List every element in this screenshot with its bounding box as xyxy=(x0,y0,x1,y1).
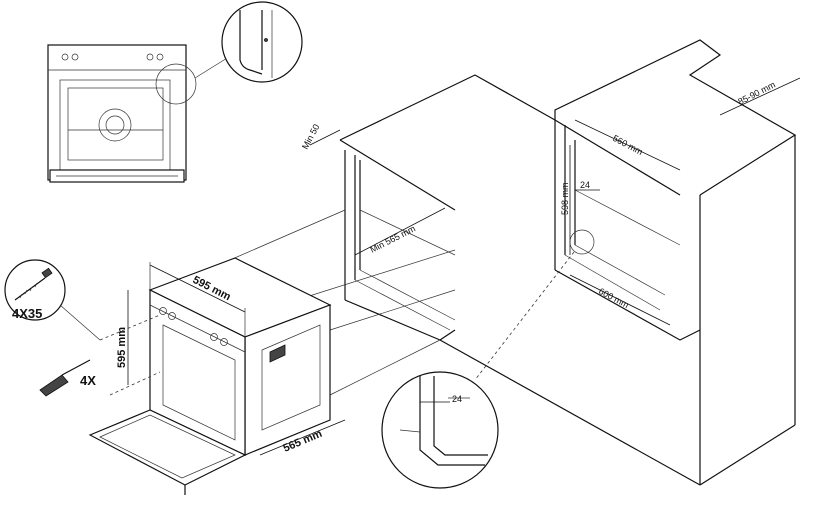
label-24-upper: 24 xyxy=(580,180,590,190)
dimension-oven-height: 595 mm xyxy=(116,290,129,385)
dimension-24-upper: 24 xyxy=(575,180,600,191)
detail-view-bottom: 24 xyxy=(381,371,499,489)
label-85-90: 85-90 mm xyxy=(736,79,777,106)
screw-callout: 4X35 xyxy=(4,259,101,341)
corner-detail-view xyxy=(221,1,303,83)
dimension-min-565: Min 565 mm xyxy=(354,207,446,256)
detail-marker-circle xyxy=(569,229,595,255)
screw-icon xyxy=(14,267,53,301)
label-600: 600 mm xyxy=(597,286,630,310)
oven-front-inset xyxy=(47,44,233,183)
label-screw-size: 4X35 xyxy=(12,306,42,321)
cabinet-assembly xyxy=(229,39,797,486)
label-screw-count: 4X xyxy=(80,373,96,388)
label-560: 560 mm xyxy=(611,133,644,157)
dimension-598: 598 mm xyxy=(560,145,571,255)
label-oven-height: 595 mm xyxy=(116,327,128,368)
dimension-600: 600 mm xyxy=(569,274,671,326)
label-598: 598 mm xyxy=(560,182,570,215)
dimension-min-50: Min 50 xyxy=(300,122,341,151)
detail-leader-line xyxy=(474,251,575,381)
dimension-560: 560 mm xyxy=(574,119,681,171)
label-min-50: Min 50 xyxy=(300,122,322,151)
oven xyxy=(88,257,332,495)
label-min-565: Min 565 mm xyxy=(368,223,417,254)
label-24-detail: 24 xyxy=(452,394,462,404)
dimension-85-90: 85-90 mm xyxy=(719,77,801,116)
screwdriver-icon xyxy=(39,359,91,397)
